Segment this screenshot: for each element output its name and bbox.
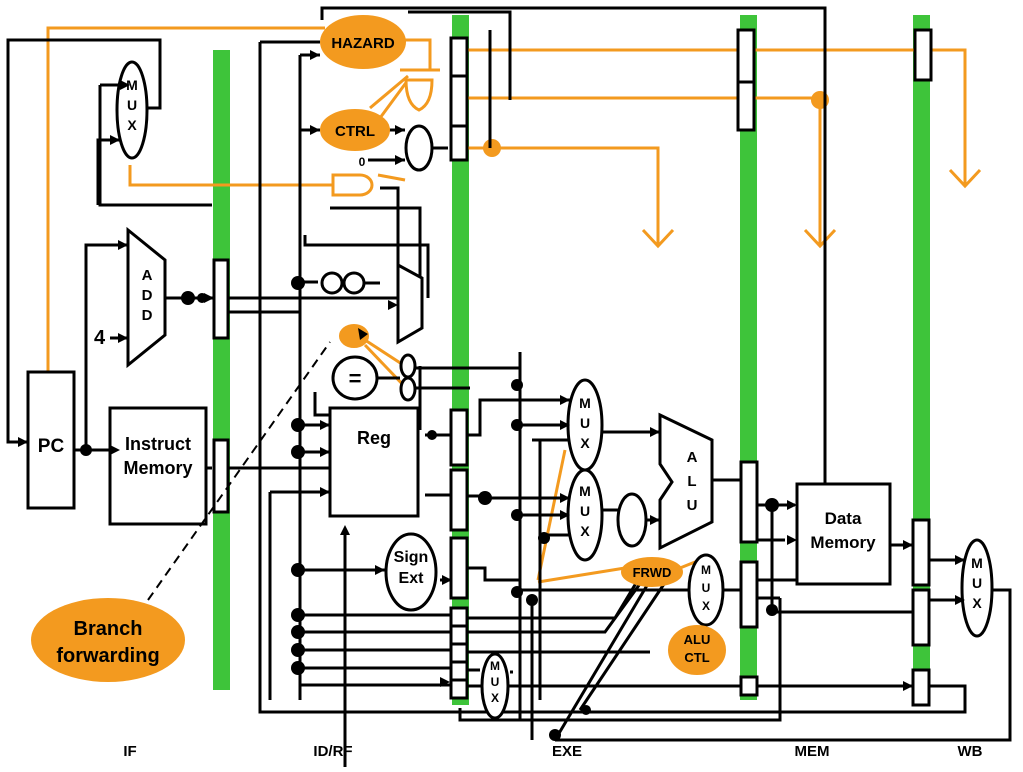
svg-text:X: X [127, 117, 137, 133]
svg-text:U: U [580, 503, 590, 519]
svg-text:X: X [580, 435, 590, 451]
immediate-mux [616, 492, 648, 548]
register-file: Reg [328, 406, 420, 518]
alu-control: ALU CTL [668, 625, 726, 675]
instruct-memory-label-line2: Memory [123, 458, 192, 478]
ctrl-label: CTRL [335, 123, 375, 140]
pc-mux: M U X [115, 60, 149, 160]
pc-label: PC [38, 436, 65, 457]
svg-text:X: X [491, 691, 499, 705]
adder-letter-a: A [142, 267, 153, 284]
stage-label-wb: WB [958, 743, 983, 760]
callout-leader-line [147, 341, 331, 601]
frwd-label: FRWD [633, 565, 672, 580]
writeback-mux: M U X [960, 538, 994, 638]
svg-text:M: M [579, 483, 591, 499]
branch-adder-inverters [320, 271, 366, 295]
control-mux [404, 124, 434, 172]
svg-text:U: U [702, 581, 711, 595]
hazard-label: HAZARD [331, 35, 394, 52]
svg-text:M: M [971, 555, 983, 571]
equal-sign: = [349, 366, 362, 391]
svg-text:A: A [687, 449, 698, 466]
alu-ctl-label-line2: CTL [684, 650, 709, 665]
pc-adder: A D D [126, 226, 167, 369]
arrowheads [18, 50, 965, 691]
zero-constant: 0 [359, 155, 366, 169]
svg-text:U: U [491, 675, 500, 689]
alu-mux-b: M U X [566, 468, 604, 562]
svg-text:U: U [972, 575, 982, 591]
svg-text:X: X [580, 523, 590, 539]
or-gate [404, 78, 434, 112]
branch-mux [396, 262, 424, 345]
forwarding-unit: FRWD [621, 557, 683, 587]
increment-constant: 4 [94, 327, 106, 349]
instruct-memory-block: Instruct Memory [108, 406, 208, 526]
if-id-pipeline-bar [213, 50, 230, 690]
svg-text:X: X [972, 595, 982, 611]
equal-comparator: = [331, 355, 379, 401]
compare-mux-b [399, 376, 417, 402]
instruct-memory-label-line1: Instruct [125, 434, 191, 454]
data-memory-label-line2: Memory [810, 533, 876, 552]
stage-label-exe: EXE [552, 743, 582, 760]
stage-label-id-rf: ID/RF [313, 743, 352, 760]
sign-ext-label-line1: Sign [394, 549, 429, 566]
id-exe-pipeline-bar [452, 15, 469, 705]
adder-letter-d2: D [142, 307, 153, 324]
adder-letter-d1: D [142, 287, 153, 304]
branch-forwarding-callout: Branch forwarding [31, 598, 185, 682]
pc-block: PC [26, 370, 76, 510]
svg-text:U: U [127, 97, 137, 113]
control-unit: CTRL [320, 109, 390, 151]
and-gate [331, 173, 374, 197]
sign-extend: Sign Ext [384, 532, 438, 612]
callout-label-line1: Branch [74, 618, 143, 640]
control-junction-dot [483, 139, 501, 157]
stage-label-mem: MEM [795, 743, 830, 760]
junction-dots [80, 276, 779, 741]
alu-mux-a: M U X [566, 378, 604, 472]
exe-mux: M U X [687, 553, 725, 627]
compare-mux-a [399, 353, 417, 379]
svg-text:M: M [126, 77, 138, 93]
svg-text:U: U [580, 415, 590, 431]
svg-text:X: X [702, 599, 710, 613]
pipeline-latches [212, 28, 933, 707]
svg-text:U: U [687, 497, 698, 514]
dest-reg-mux: M U X [480, 652, 510, 720]
stage-label-if: IF [123, 743, 136, 760]
svg-text:L: L [687, 473, 696, 490]
svg-text:M: M [490, 659, 500, 673]
reg-label: Reg [357, 428, 391, 448]
hazard-unit: HAZARD [320, 15, 406, 69]
svg-text:M: M [579, 395, 591, 411]
data-memory: Data Memory [795, 482, 892, 586]
callout-label-line2: forwarding [56, 645, 159, 667]
sign-ext-label-line2: Ext [399, 570, 425, 587]
svg-text:M: M [701, 563, 711, 577]
data-memory-label-line1: Data [825, 509, 862, 528]
alu: A L U [658, 412, 714, 551]
alu-ctl-label-line1: ALU [684, 632, 711, 647]
